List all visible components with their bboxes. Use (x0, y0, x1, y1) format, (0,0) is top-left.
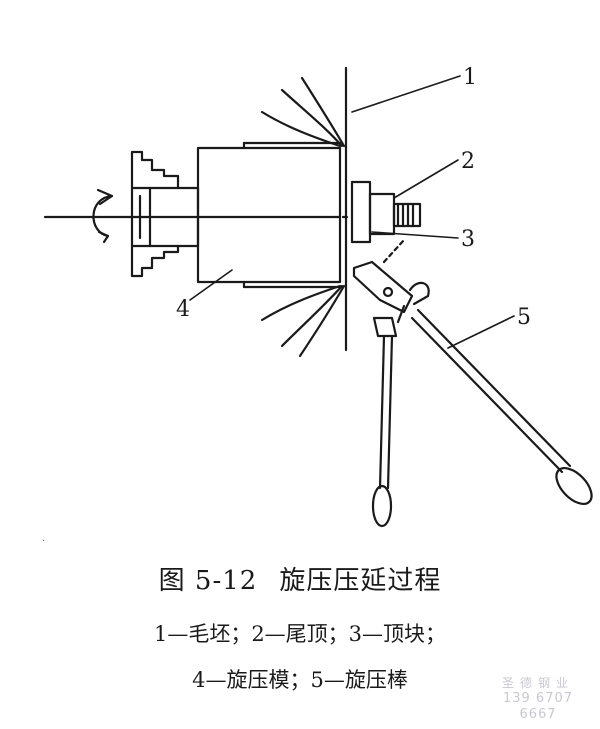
tailstock (368, 192, 422, 236)
watermark-phone: 139 6707 6667 (502, 691, 574, 723)
spinning-process-diagram: 1 2 3 4 5 · (42, 65, 593, 547)
figure-number: 图 5-12 (158, 566, 258, 596)
figure-title: 图 5-12 旋压压延过程 (0, 560, 600, 597)
label-blank: 1 (463, 65, 477, 90)
ejector-block (350, 180, 372, 244)
watermark: 圣德钢业 139 6707 6667 (482, 676, 594, 724)
legend-line-2: 4—旋压模；5—旋压棒 (192, 668, 408, 692)
label-mandrel: 4 (176, 297, 190, 322)
blank-flare-curves (260, 76, 346, 358)
label-ejector: 3 (461, 227, 475, 252)
blank-walls (242, 141, 342, 289)
spinning-mandrel (196, 146, 342, 284)
scan-speck: · (42, 536, 45, 547)
watermark-name: 圣德钢业 (501, 676, 574, 690)
legend-line-1: 1—毛坯；2—尾顶；3—顶块； (153, 622, 447, 646)
lathe-chuck (130, 150, 200, 278)
figure-title-text: 旋压压延过程 (279, 566, 442, 596)
rotation-arrow-icon (92, 188, 114, 244)
label-roller-bar: 5 (517, 305, 531, 330)
spinning-roller-bar (352, 238, 593, 528)
leader-lines (189, 75, 515, 349)
label-tailstock: 2 (461, 149, 475, 174)
